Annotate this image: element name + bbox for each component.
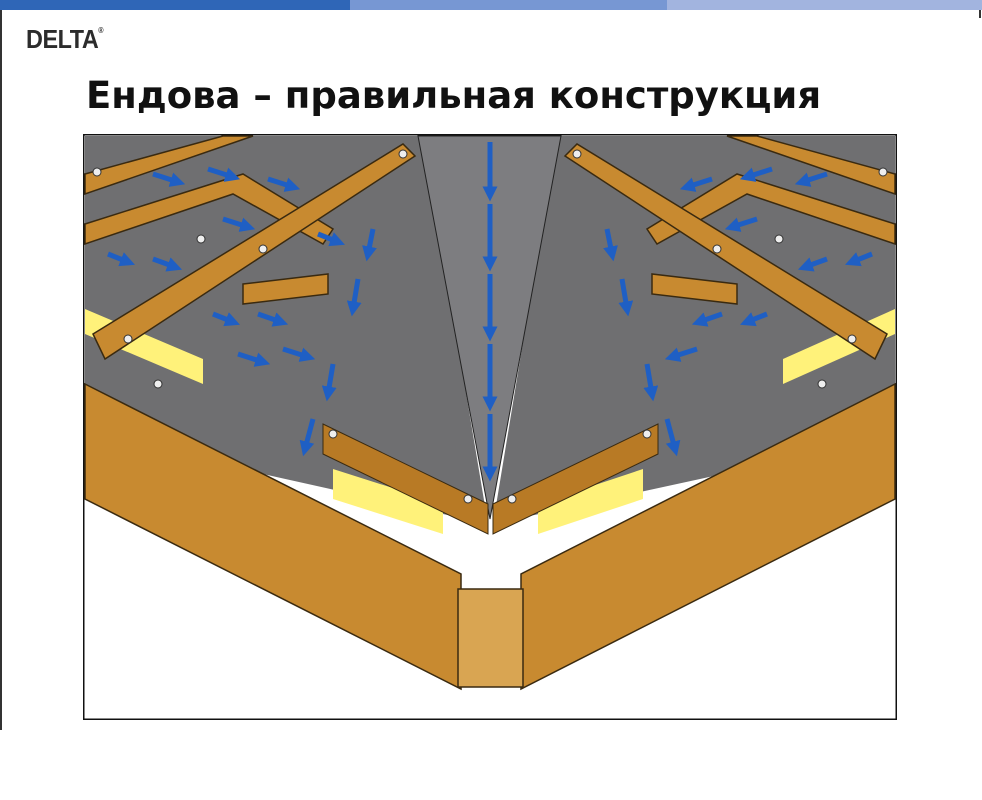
- rafter-right: [563, 143, 888, 361]
- roof-valley-illustration: [83, 134, 897, 720]
- header-bar-mid: [350, 0, 667, 10]
- batten: [84, 173, 335, 246]
- insulation-left-2: [333, 469, 443, 534]
- batten: [645, 173, 896, 246]
- logo-mark: ®: [98, 26, 104, 35]
- nail-heads: [92, 149, 888, 504]
- eave-board-right: [492, 423, 659, 535]
- slide-title: Ендова – правильная конструкция: [86, 74, 822, 117]
- water-flow-arrows: [107, 142, 873, 482]
- corner-post: [457, 588, 524, 688]
- membrane-right: [493, 136, 895, 524]
- eave-board-left: [322, 423, 489, 535]
- header-bar-dark: [0, 0, 350, 10]
- fascia-left: [84, 382, 462, 691]
- rafter-left: [92, 143, 417, 361]
- batten: [726, 135, 896, 196]
- fascia-right: [520, 382, 896, 691]
- membrane-left: [85, 136, 488, 524]
- header-bar-light: [667, 0, 982, 10]
- slide-border: [0, 10, 2, 730]
- insulation-right-2: [538, 469, 643, 534]
- slide-border: [979, 10, 981, 18]
- batten: [242, 273, 329, 305]
- batten: [651, 273, 738, 305]
- batten: [84, 135, 254, 196]
- delta-logo: DELTA®: [26, 24, 104, 55]
- logo-text: DELTA: [26, 24, 99, 54]
